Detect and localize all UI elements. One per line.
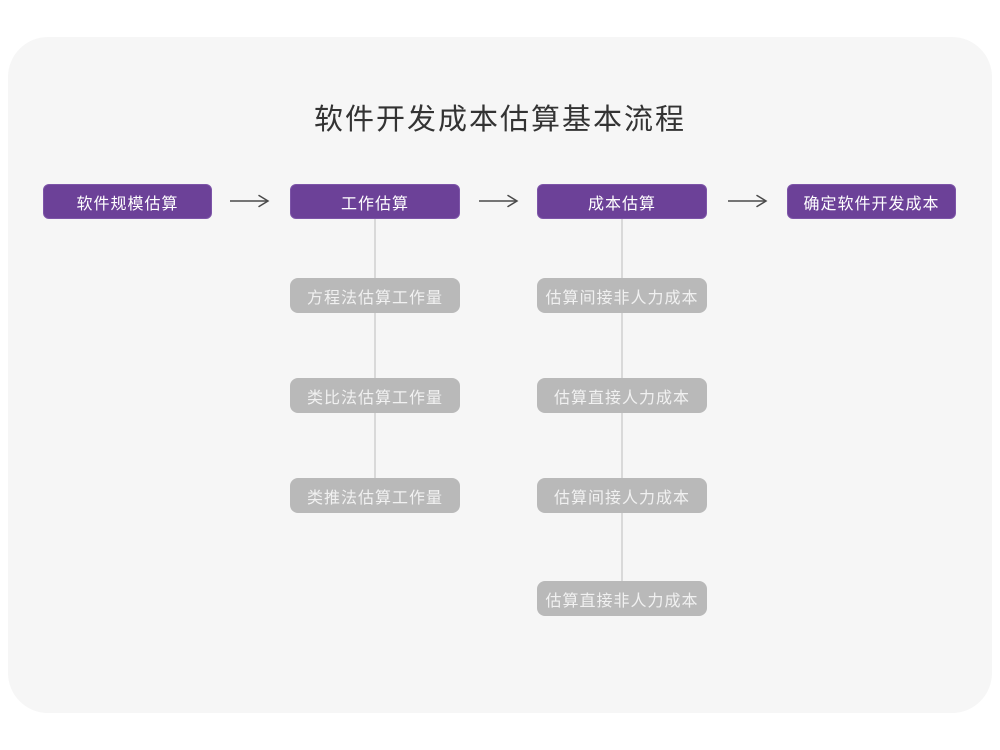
main-step-software-scale-estimation: 软件规模估算 (43, 184, 212, 219)
substep-indirect-nonlabor-cost: 估算间接非人力成本 (537, 278, 707, 313)
substep-analogy-method: 类比法估算工作量 (290, 378, 460, 413)
connector-line-work (374, 219, 376, 497)
arrow-right-icon (728, 194, 768, 208)
substep-direct-labor-cost: 估算直接人力成本 (537, 378, 707, 413)
main-step-determine-development-cost: 确定软件开发成本 (787, 184, 956, 219)
substep-equation-method: 方程法估算工作量 (290, 278, 460, 313)
arrow-right-icon (230, 194, 270, 208)
flowchart-card (8, 37, 992, 713)
substep-extrapolation-method: 类推法估算工作量 (290, 478, 460, 513)
main-step-cost-estimation: 成本估算 (537, 184, 707, 219)
arrow-right-icon (479, 194, 519, 208)
main-step-work-estimation: 工作估算 (290, 184, 460, 219)
page-title: 软件开发成本估算基本流程 (313, 104, 686, 136)
substep-direct-nonlabor-cost: 估算直接非人力成本 (537, 581, 707, 616)
substep-indirect-labor-cost: 估算间接人力成本 (537, 478, 707, 513)
